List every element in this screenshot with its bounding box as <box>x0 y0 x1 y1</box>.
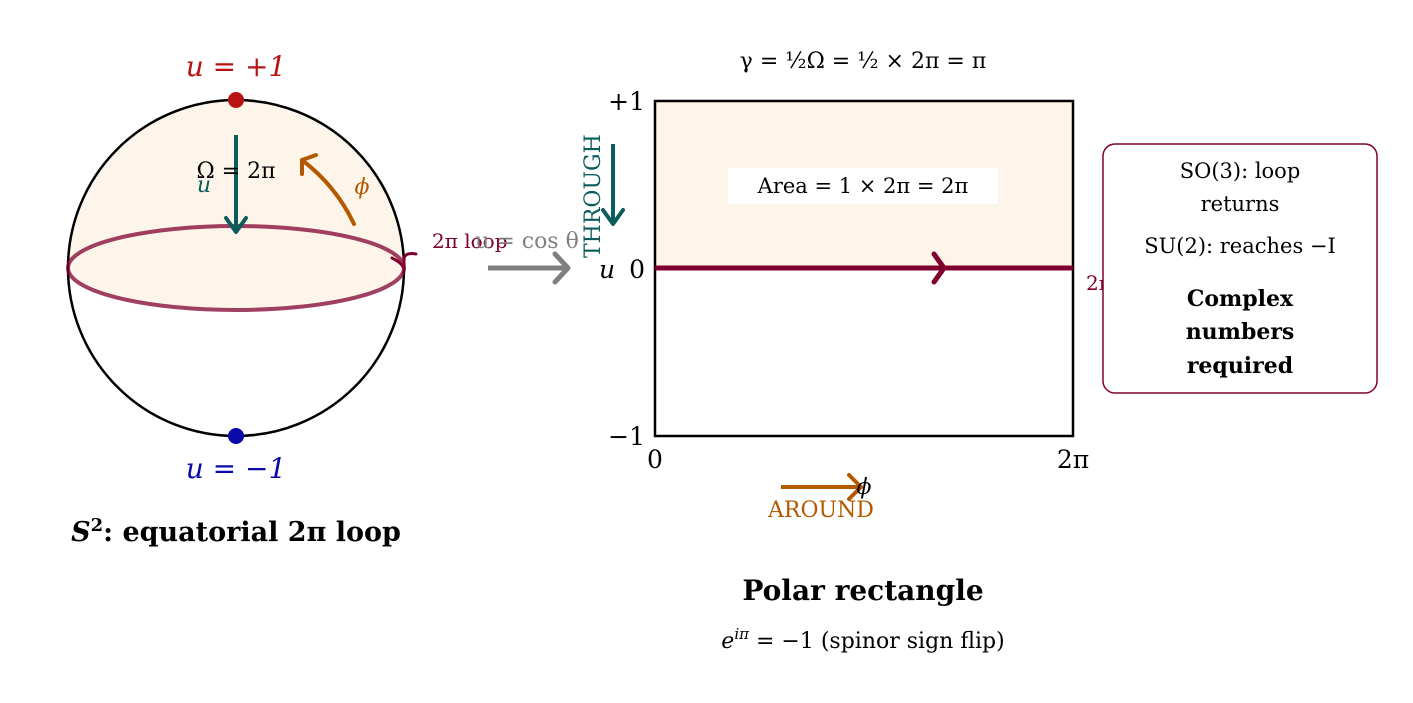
sphere-panel: u = +1 u = −1 Ω = 2π u ϕ 2π loop S2: equ… <box>66 50 508 548</box>
area-label: Area = 1 × 2π = 2π <box>757 174 969 198</box>
rect-subtitle: eiπ = −1 (spinor sign flip) <box>721 625 1004 654</box>
equator-disc-shade <box>68 226 404 310</box>
y-tick-mid: 0 <box>629 255 645 284</box>
equatorial-loop-arrow <box>390 252 418 271</box>
south-pole-dot <box>228 428 244 444</box>
sphere-caption-symbol: S <box>71 517 91 548</box>
phi-arc-arrowhead <box>300 153 318 176</box>
sphere-u-label: u <box>197 173 211 198</box>
info-line-5: numbers <box>1186 319 1295 345</box>
gamma-formula: γ = ½Ω = ½ × 2π = π <box>740 49 987 74</box>
around-arrowhead <box>847 473 863 501</box>
sphere-loop-label: 2π loop <box>432 229 508 253</box>
u-axis-arrowhead <box>224 216 248 234</box>
info-line-2: returns <box>1201 192 1280 216</box>
subtitle-sup: iπ <box>734 625 750 643</box>
north-pole-label: u = +1 <box>186 50 287 83</box>
through-arrowhead <box>601 208 625 226</box>
x-tick-right: 2π <box>1057 445 1089 474</box>
info-line-1: SO(3): loop <box>1180 159 1301 183</box>
sphere-caption-sup: 2 <box>91 515 104 536</box>
info-line-4: Complex <box>1187 286 1294 312</box>
rectangle-panel: γ = ½Ω = ½ × 2π = π Area = 1 × 2π = 2π 2… <box>581 49 1162 654</box>
info-line-3: SU(2): reaches −I <box>1144 234 1336 258</box>
through-label: THROUGH <box>581 134 606 258</box>
sphere-caption: S2: equatorial 2π loop <box>71 515 401 548</box>
subtitle-rest: = −1 (spinor sign flip) <box>749 629 1005 654</box>
sphere-phi-label: ϕ <box>355 175 370 200</box>
area-label-bg <box>728 168 998 204</box>
omega-label: Ω = 2π <box>196 159 275 184</box>
mapping-arrow-group: u = cos θ <box>475 229 579 285</box>
x-axis-label: ϕ <box>857 475 872 500</box>
subtitle-base: e <box>721 629 734 654</box>
info-box-frame <box>1102 143 1378 394</box>
mapping-arrowhead <box>552 251 571 285</box>
x-tick-left: 0 <box>647 445 663 474</box>
y-tick-top: +1 <box>608 87 645 116</box>
north-pole-dot <box>228 92 244 108</box>
south-pole-label: u = −1 <box>186 452 287 485</box>
info-line-6: required <box>1187 353 1293 379</box>
around-label: AROUND <box>767 498 874 523</box>
mapping-label: u = cos θ <box>475 229 579 254</box>
y-axis-label: u <box>599 255 615 284</box>
sphere-caption-text: : equatorial 2π loop <box>103 517 401 548</box>
rect-loop-arrowhead <box>931 251 947 285</box>
y-tick-bottom: −1 <box>608 422 645 451</box>
info-box: SO(3): loop returns SU(2): reaches −I Co… <box>1102 143 1378 394</box>
rect-title: Polar rectangle <box>742 574 983 607</box>
phi-arc-arrow <box>300 158 356 226</box>
